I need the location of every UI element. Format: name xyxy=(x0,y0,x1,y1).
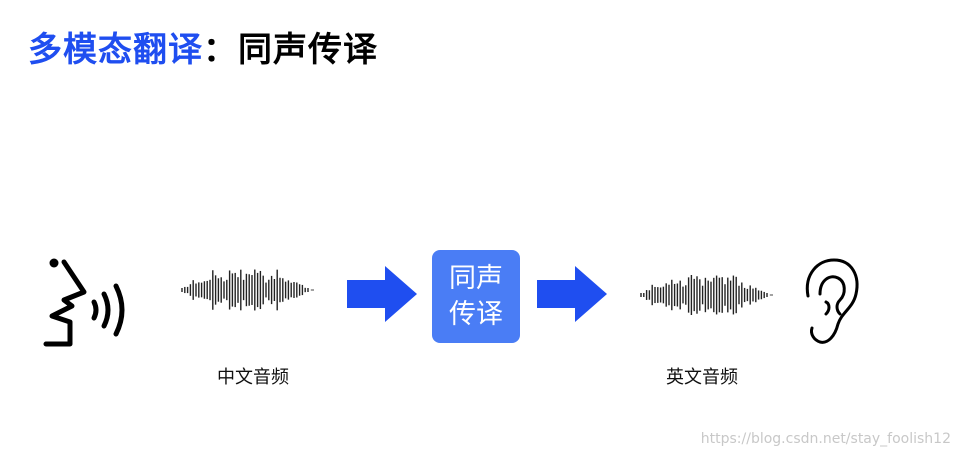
simultaneous-interpretation-box: 同声 传译 xyxy=(432,250,520,343)
ear-icon xyxy=(805,258,859,344)
source-waveform-icon xyxy=(181,269,314,311)
box-line-1: 同声 xyxy=(449,262,503,294)
source-audio-caption: 中文音频 xyxy=(217,367,289,388)
page-title: 多模态翻译：同声传译 xyxy=(28,22,378,71)
speaking-head-icon xyxy=(43,258,125,347)
title-subtopic: 同声传译 xyxy=(238,30,378,70)
target-audio-caption: 英文音频 xyxy=(666,367,738,388)
right-arrow-icon xyxy=(347,266,417,322)
watermark: https://blog.csdn.net/stay_foolish12 xyxy=(700,431,951,447)
target-waveform-icon xyxy=(640,274,773,316)
right-arrow-icon xyxy=(537,266,607,322)
title-colon: ： xyxy=(203,30,238,70)
title-topic: 多模态翻译 xyxy=(28,30,203,70)
box-line-2: 传译 xyxy=(449,298,503,330)
